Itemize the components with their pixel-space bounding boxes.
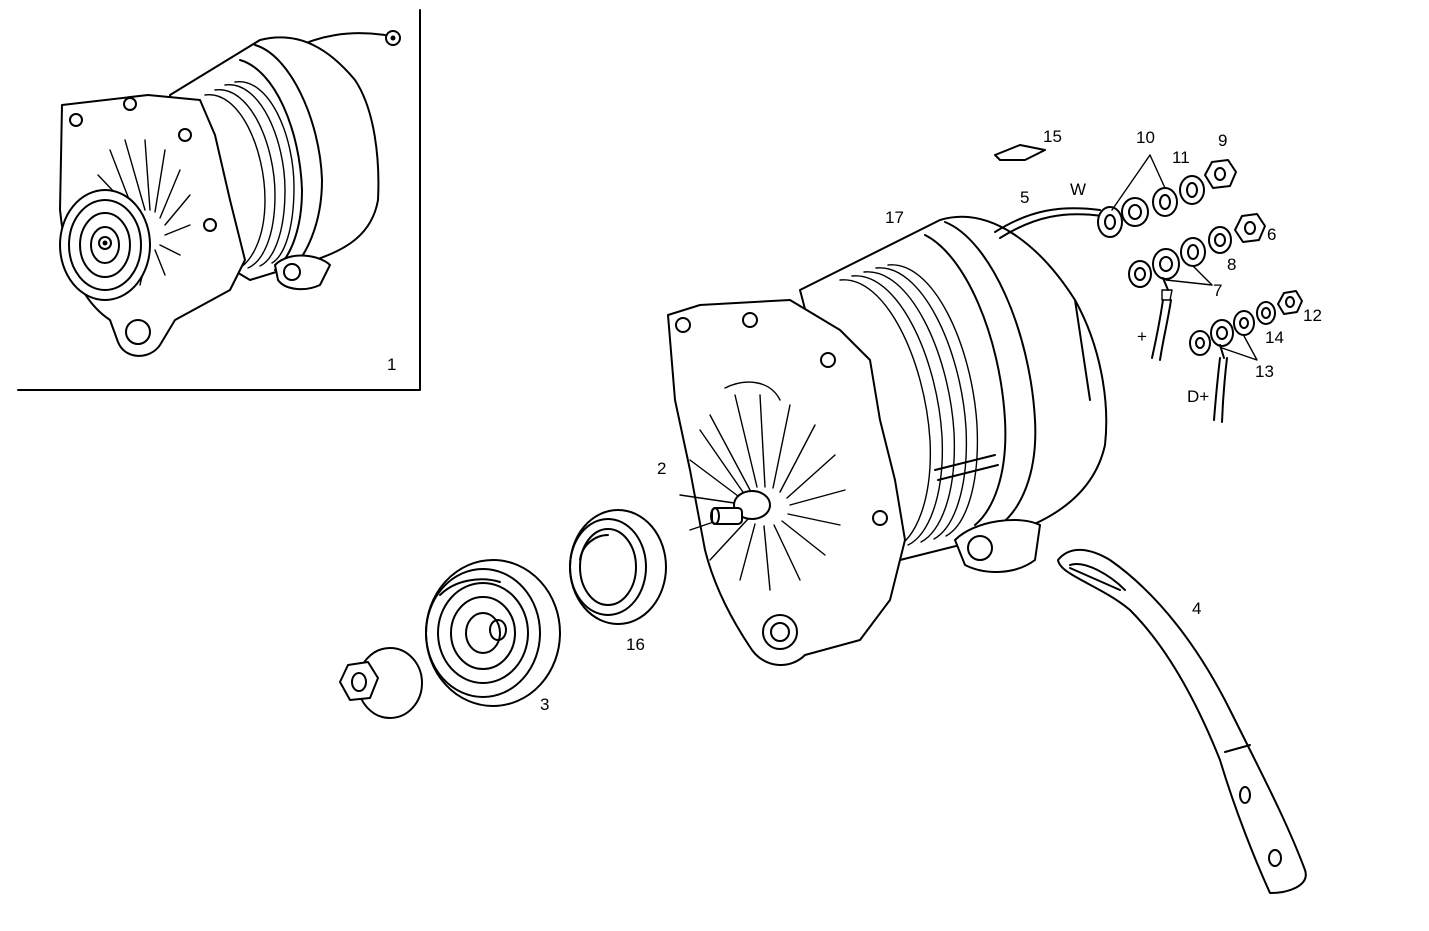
washer-13a (1189, 330, 1211, 356)
washer-10a (1097, 206, 1123, 238)
label-11: 11 (1172, 148, 1190, 167)
ring-terminal-7 (1152, 248, 1180, 301)
cable-5-w (994, 207, 1103, 239)
pulley-nut (339, 647, 423, 719)
leader-13 (1221, 335, 1258, 361)
label-8: 8 (1227, 255, 1236, 274)
alternator-front-endplate (667, 299, 906, 667)
alternator-shaft (710, 490, 771, 525)
nut-12 (1277, 290, 1303, 315)
washer-7b (1180, 237, 1206, 267)
washer-10c (1152, 187, 1178, 217)
washer-11 (1179, 175, 1205, 205)
washer-10b (1121, 197, 1149, 227)
alternator-fan-blades (679, 381, 846, 591)
pulley-3 (425, 559, 561, 707)
cable-plus (1151, 299, 1172, 361)
label-w: W (1070, 180, 1086, 199)
label-dplus: D+ (1187, 387, 1209, 406)
label-plus: + (1137, 327, 1147, 346)
washer-7a (1128, 260, 1152, 288)
ring-terminal-13 (1210, 319, 1234, 359)
label-12: 12 (1303, 306, 1322, 325)
cable-dplus (1213, 357, 1228, 423)
washer-13b (1233, 310, 1255, 336)
label-5: 5 (1020, 188, 1029, 207)
nut-9 (1204, 159, 1237, 189)
alternator-mount-foot (954, 519, 1041, 573)
label-3: 3 (540, 695, 549, 714)
label-13: 13 (1255, 362, 1274, 381)
leader-7 (1165, 265, 1213, 286)
label-16: 16 (626, 635, 645, 654)
label-2: 2 (657, 459, 666, 478)
label-4: 4 (1192, 599, 1201, 618)
nut-6 (1234, 213, 1266, 243)
label-14: 14 (1265, 328, 1284, 347)
bracket-strap-4 (1057, 548, 1307, 894)
spacer-ring-16 (569, 509, 667, 625)
washer-14 (1256, 301, 1276, 325)
label-17: 17 (885, 208, 904, 227)
label-6: 6 (1267, 225, 1276, 244)
washer-8 (1208, 226, 1232, 254)
label-15: 15 (1043, 127, 1062, 146)
clip-15 (994, 144, 1046, 161)
alternator-stator-windings (839, 264, 999, 549)
label-10: 10 (1136, 128, 1155, 147)
inset-alternator-assembled (59, 30, 401, 357)
leader-10 (1111, 154, 1166, 211)
label-1: 1 (387, 355, 396, 374)
label-7: 7 (1213, 281, 1222, 300)
label-9: 9 (1218, 131, 1227, 150)
inset-box (17, 9, 421, 391)
